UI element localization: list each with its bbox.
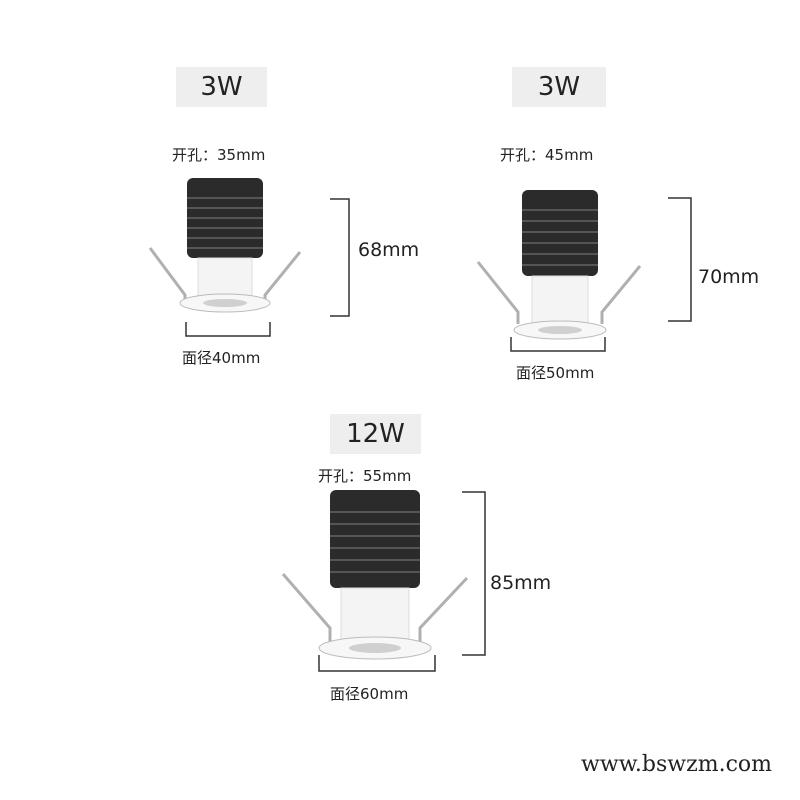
hole-size-label-3: 开孔：55mm — [318, 467, 412, 485]
hole-size-label-2: 开孔：45mm — [500, 146, 594, 164]
height-label-2: 70mm — [698, 266, 760, 288]
face-dimension-line-3 — [318, 655, 436, 672]
height-label-3: 85mm — [490, 572, 552, 594]
wattage-label-3: 12W — [330, 414, 421, 454]
height-dimension-line-2 — [668, 197, 692, 322]
height-label-1: 68mm — [358, 239, 420, 261]
downlight-image-1 — [148, 178, 302, 313]
downlight-image-2 — [476, 190, 642, 340]
face-dimension-line-1 — [185, 322, 271, 337]
downlight-image-3 — [281, 490, 469, 660]
face-dimension-line-2 — [510, 337, 606, 352]
hole-size-label-1: 开孔：35mm — [172, 146, 266, 164]
height-dimension-line-1 — [330, 198, 350, 317]
face-diameter-label-2: 面径50mm — [516, 364, 595, 382]
face-diameter-label-3: 面径60mm — [330, 685, 409, 703]
wattage-label-1: 3W — [176, 67, 267, 107]
wattage-label-2: 3W — [512, 67, 606, 107]
height-dimension-line-3 — [462, 491, 486, 656]
website-watermark: www.bswzm.com — [581, 752, 772, 777]
face-diameter-label-1: 面径40mm — [182, 349, 261, 367]
